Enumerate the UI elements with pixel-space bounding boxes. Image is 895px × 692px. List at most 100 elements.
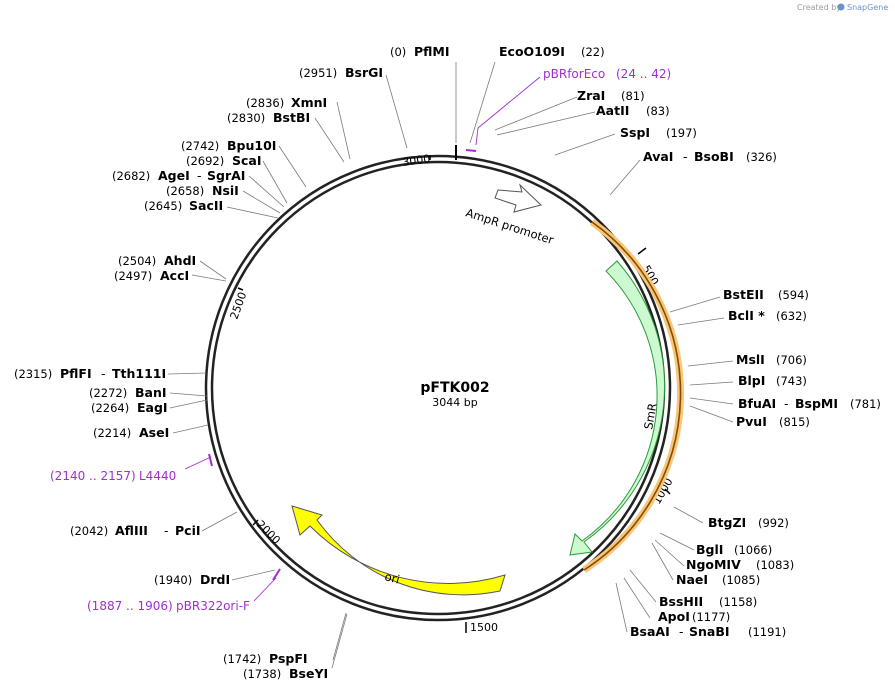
enzyme-bfuai-bspmi[interactable]: BfuAI - BspMI (781) xyxy=(738,396,881,411)
enzyme-bani[interactable]: (2272) BanI xyxy=(89,385,167,400)
svg-text:(632): (632) xyxy=(776,309,807,323)
enzyme-pspfi[interactable]: (1742) PspFI xyxy=(223,651,308,666)
svg-text:(2951): (2951) xyxy=(299,66,337,80)
enzyme-bsshii[interactable]: BssHII (1158) xyxy=(659,594,757,609)
enzyme-agei-sgrai[interactable]: (2682) AgeI - SgrAI xyxy=(112,168,245,183)
primer-pbr322ori-f-mark xyxy=(272,568,281,581)
enzyme-afliii-pcii[interactable]: (2042) AflIII - PciI xyxy=(70,523,201,538)
enzyme-naei[interactable]: NaeI (1085) xyxy=(676,572,760,587)
enzyme-pflfi-tth111i[interactable]: (2315) PflFI - Tth111I xyxy=(14,366,166,381)
svg-text:(1066): (1066) xyxy=(734,543,772,557)
primer-l4440-range: (2140 .. 2157) xyxy=(50,469,136,483)
svg-text:NgoMIV: NgoMIV xyxy=(686,557,741,572)
svg-text:PciI: PciI xyxy=(175,523,201,538)
svg-text:(1191): (1191) xyxy=(748,625,786,639)
enzyme-blpi[interactable]: BlpI (743) xyxy=(738,373,807,388)
svg-text:AatII: AatII xyxy=(596,103,629,118)
primer-l4440-mark xyxy=(208,453,213,467)
svg-text:DrdI: DrdI xyxy=(200,572,230,587)
svg-text:(2214): (2214) xyxy=(93,426,131,440)
svg-text:NaeI: NaeI xyxy=(676,572,708,587)
primer-pbrforeco[interactable]: pBRforEco (24 .. 42) xyxy=(465,67,671,152)
svg-text:(0): (0) xyxy=(390,45,406,59)
enzyme-eagi[interactable]: (2264) EagI xyxy=(91,400,168,415)
svg-text:(1742): (1742) xyxy=(223,652,261,666)
enzyme-bcli[interactable]: BclI * (632) xyxy=(728,308,807,323)
svg-text:BssHII: BssHII xyxy=(659,594,703,609)
primer-pbr322ori-f-name: pBR322ori-F xyxy=(176,599,250,613)
enzyme-bpu10i[interactable]: (2742) Bpu10I xyxy=(181,138,276,153)
primer-l4440[interactable]: (2140 .. 2157) L4440 xyxy=(50,453,213,483)
enzyme-btgzi[interactable]: BtgZI (992) xyxy=(708,515,789,530)
svg-text:(22): (22) xyxy=(581,45,605,59)
created-by-text: Created by xyxy=(797,3,841,12)
enzyme-bseyi[interactable]: (1738) BseYI xyxy=(243,666,328,681)
svg-text:-: - xyxy=(101,366,106,381)
feature-ampr-promoter[interactable]: AmpR promoter xyxy=(464,183,556,247)
enzyme-nsii[interactable]: (2658) NsiI xyxy=(166,183,239,198)
enzyme-pflmi[interactable]: (0) PflMI xyxy=(390,44,450,59)
enzyme-bsteii[interactable]: BstEII (594) xyxy=(723,287,809,302)
ori-label: ori xyxy=(383,569,401,586)
enzyme-bstbi[interactable]: (2830) BstBI xyxy=(227,110,310,125)
smr-label: SmR xyxy=(641,402,659,431)
svg-text:BglI: BglI xyxy=(696,542,723,557)
enzyme-apoi[interactable]: ApoI (1177) xyxy=(658,609,730,624)
svg-text:BsaAI: BsaAI xyxy=(630,624,670,639)
feature-smr-highlight[interactable] xyxy=(582,219,684,573)
enzyme-msli[interactable]: MslI (706) xyxy=(736,352,807,367)
enzyme-pvui[interactable]: PvuI (815) xyxy=(736,414,810,429)
svg-text:ApoI: ApoI xyxy=(658,609,690,624)
feature-smr[interactable]: SmR xyxy=(569,260,666,556)
enzyme-scai[interactable]: (2692) ScaI xyxy=(186,153,262,168)
svg-text:SspI: SspI xyxy=(620,125,650,140)
svg-text:(2836): (2836) xyxy=(246,96,284,110)
enzyme-ecoo109i[interactable]: EcoO109I (22) xyxy=(499,44,605,59)
svg-text:Bpu10I: Bpu10I xyxy=(227,138,276,153)
svg-text:PflMI: PflMI xyxy=(414,44,450,59)
enzyme-xmni[interactable]: (2836) XmnI xyxy=(246,95,327,110)
enzyme-aatii[interactable]: AatII (83) xyxy=(596,103,670,118)
svg-text:(2658): (2658) xyxy=(166,184,204,198)
enzyme-zrai[interactable]: ZraI (81) xyxy=(577,88,645,103)
svg-text:(992): (992) xyxy=(758,516,789,530)
enzyme-ahdi[interactable]: (2504) AhdI xyxy=(118,253,196,268)
primer-pbrforeco-mark xyxy=(465,149,477,152)
plasmid-name: pFTK002 xyxy=(420,380,489,396)
enzyme-sacii[interactable]: (2645) SacII xyxy=(144,198,223,213)
svg-text:(2742): (2742) xyxy=(181,139,219,153)
enzyme-avai-bsobi[interactable]: AvaI - BsoBI (326) xyxy=(643,149,777,164)
enzyme-drdi[interactable]: (1940) DrdI xyxy=(154,572,230,587)
feature-ori[interactable]: ori xyxy=(291,505,506,596)
enzyme-bsaai-snabi[interactable]: BsaAI - SnaBI (1191) xyxy=(630,624,786,639)
svg-text:(2504): (2504) xyxy=(118,254,156,268)
svg-text:(81): (81) xyxy=(621,89,645,103)
enzyme-bgli[interactable]: BglI (1066) xyxy=(696,542,772,557)
svg-text:(2645): (2645) xyxy=(144,199,182,213)
svg-text:MslI: MslI xyxy=(736,352,765,367)
smr-arrow xyxy=(569,260,666,556)
enzyme-acci[interactable]: (2497) AccI xyxy=(114,268,189,283)
svg-text:EcoO109I: EcoO109I xyxy=(499,44,565,59)
svg-text:(2692): (2692) xyxy=(186,154,224,168)
svg-text:SnaBI: SnaBI xyxy=(689,624,730,639)
snapgene-branding[interactable]: Created by SnapGene xyxy=(797,3,888,12)
svg-text:(2042): (2042) xyxy=(70,524,108,538)
enzyme-bsrgi[interactable]: (2951) BsrGI xyxy=(299,65,383,80)
enzyme-leader-lines xyxy=(167,61,734,669)
primer-pbr322ori-f[interactable]: (1887 .. 1906) pBR322ori-F xyxy=(87,568,281,613)
svg-text:BstBI: BstBI xyxy=(273,110,310,125)
svg-text:(2272): (2272) xyxy=(89,386,127,400)
tick-label-2000: 2000 xyxy=(254,518,283,547)
svg-text:(815): (815) xyxy=(779,415,810,429)
svg-text:PvuI: PvuI xyxy=(736,414,767,429)
tick-2000 xyxy=(252,519,259,526)
svg-text:ScaI: ScaI xyxy=(232,153,262,168)
enzyme-ngomiv[interactable]: NgoMIV (1083) xyxy=(686,557,794,572)
svg-text:(1085): (1085) xyxy=(722,573,760,587)
enzyme-sspi[interactable]: SspI (197) xyxy=(620,125,697,140)
svg-text:(1177): (1177) xyxy=(692,610,730,624)
enzyme-asei[interactable]: (2214) AseI xyxy=(93,425,169,440)
svg-text:(326): (326) xyxy=(746,150,777,164)
